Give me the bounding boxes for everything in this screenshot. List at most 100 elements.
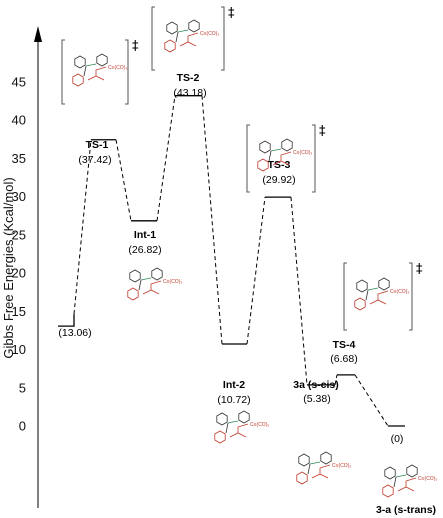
ts-double-dagger: ‡ [416, 262, 423, 277]
ester-chain [369, 290, 389, 305]
state-name-label: TS-3 [268, 159, 291, 171]
y-tick-label: 30 [12, 189, 26, 204]
benzene-ring [214, 430, 226, 444]
ester-chain [179, 32, 199, 47]
benzene-ring [382, 484, 394, 498]
state-value-label: (37.42) [78, 154, 111, 166]
state-name-label: TS-1 [86, 139, 109, 151]
benzene-ring [96, 53, 108, 67]
bond [395, 474, 407, 478]
metal-carbonyl-label: C≡(CO)₃ [200, 31, 219, 37]
metal-carbonyl-label: C≡(CO)₃ [390, 289, 409, 295]
ester-chain [229, 423, 249, 438]
benzene-ring [259, 140, 271, 154]
benzene-ring [354, 297, 366, 311]
energy-connector [354, 374, 389, 427]
state-name-label: Int-2 [223, 379, 245, 391]
ts-bracket-right [221, 6, 225, 71]
bond [367, 287, 379, 291]
benzene-ring [151, 267, 163, 281]
metal-carbonyl-label: C≡(CO)₃ [108, 65, 127, 71]
bond [309, 461, 321, 465]
y-tick-label: 20 [12, 266, 26, 281]
bond [225, 422, 229, 434]
bond [175, 31, 179, 43]
ts-bracket-right [312, 124, 316, 193]
energy-connector [156, 95, 176, 221]
ester-chain [87, 66, 107, 81]
state-value-label: (26.82) [128, 244, 161, 256]
metal-carbonyl-label: C≡(CO)₃ [418, 476, 437, 482]
state-name-label: 3a (s-cis) [293, 379, 339, 391]
state-value-label: (6.68) [330, 353, 357, 365]
benzene-ring [406, 464, 418, 478]
bond [227, 420, 239, 424]
benzene-ring [127, 287, 139, 301]
state-name-label: Int-1 [134, 229, 156, 241]
y-tick-label: 15 [12, 304, 26, 319]
ts-bracket-left [61, 39, 65, 105]
molecule-structures: ‡C≡(CO)₃‡C≡(CO)₃‡C≡(CO)₃‡C≡(CO)₃C≡(CO)₃C… [61, 6, 437, 498]
ts-bracket-right [409, 262, 413, 331]
energy-connector [201, 95, 223, 345]
bond [138, 279, 142, 291]
energy-connectors [73, 95, 389, 427]
state-name-label: TS-2 [177, 72, 200, 84]
bond [270, 148, 282, 152]
benzene-ring [281, 138, 293, 152]
benzene-ring [129, 269, 141, 283]
benzene-ring [164, 39, 176, 53]
y-tick-label: 35 [12, 151, 26, 166]
benzene-ring [296, 471, 308, 485]
bond [393, 476, 397, 488]
state-value-label: (10.72) [217, 394, 250, 406]
metal-carbonyl-label: C≡(CO)₃ [163, 279, 182, 285]
energy-connector [115, 139, 132, 221]
ts-bracket-right [125, 39, 129, 105]
bond [140, 277, 152, 281]
y-axis [34, 26, 42, 508]
state-value-label: (29.92) [262, 174, 295, 186]
y-axis-label: Gibbs Free Energies (Kcal/mol) [1, 177, 16, 358]
state-value-label: (5.38) [303, 393, 330, 405]
state-value-label: (43.18) [173, 87, 206, 99]
y-tick-label: 25 [12, 227, 26, 242]
energy-levels [58, 95, 405, 427]
energy-connector [73, 139, 92, 315]
bond [307, 463, 311, 475]
energy-connector [246, 197, 266, 345]
ester-chain [311, 464, 331, 479]
y-tick-label: 45 [12, 74, 26, 89]
benzene-ring [166, 21, 178, 35]
benzene-ring [378, 277, 390, 291]
ts-double-dagger: ‡ [132, 39, 139, 54]
bond [268, 150, 272, 162]
y-axis-arrow [34, 26, 42, 42]
energy-level-start [58, 314, 75, 327]
state-value-label: (0) [391, 433, 404, 445]
state-name-label: TS-4 [333, 339, 356, 351]
ester-chain [397, 477, 417, 492]
bond [365, 289, 369, 301]
y-tick-label: 5 [19, 380, 26, 395]
energy-connector [290, 197, 308, 385]
energy-connector [334, 374, 338, 385]
ts-double-dagger: ‡ [319, 124, 326, 139]
benzene-ring [238, 410, 250, 424]
benzene-ring [74, 55, 86, 69]
metal-carbonyl-label: C≡(CO)₃ [293, 150, 312, 156]
ester-chain [272, 151, 292, 166]
y-tick-label: 10 [12, 342, 26, 357]
state-labels: (13.06) TS-1 (37.42) Int-1 (26.82) TS-2 (43.18… [58, 72, 436, 516]
benzene-ring [188, 19, 200, 33]
bond [177, 29, 189, 33]
ts-bracket-left [343, 262, 347, 331]
benzene-ring [384, 466, 396, 480]
benzene-ring [72, 73, 84, 87]
y-tick-label: 40 [12, 113, 26, 128]
ts-bracket-left [151, 6, 155, 71]
state-value-label: (13.06) [58, 327, 91, 339]
benzene-ring [257, 158, 269, 172]
